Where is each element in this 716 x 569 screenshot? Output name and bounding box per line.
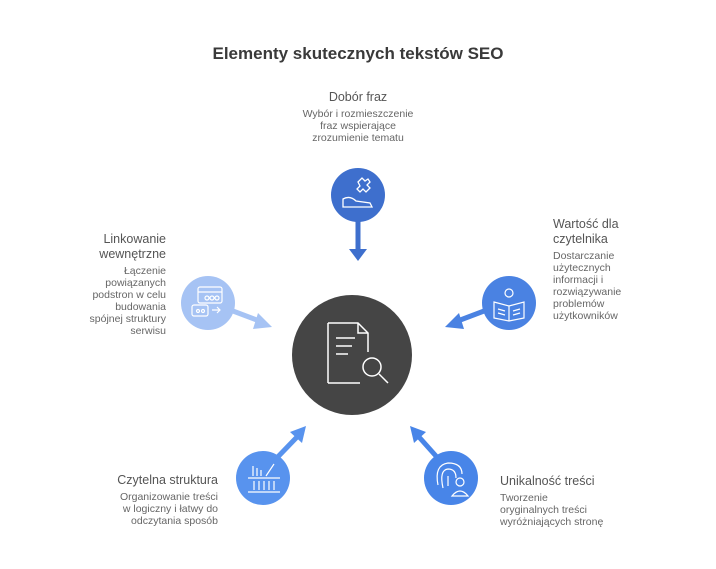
- node-unikalnosc-desc: Tworzenie oryginalnych treści wyróżniają…: [500, 492, 604, 529]
- node-unikalnosc-text: Unikalność treści Tworzenie oryginalnych…: [500, 474, 604, 528]
- node-wartosc-circle: [482, 276, 536, 330]
- node-wartosc-title: Wartość dla czytelnika: [553, 217, 619, 246]
- node-unikalnosc-title: Unikalność treści: [500, 474, 595, 488]
- node-wartosc-desc: Dostarczanie użytecznych informacji i ro…: [553, 250, 622, 323]
- node-dobor-title: Dobór fraz: [328, 90, 388, 104]
- node-dobor-desc: Wybór i rozmieszczenie fraz wspierające …: [302, 108, 414, 145]
- node-czytelna-desc: Organizowanie treści w logiczny i łatwy …: [119, 491, 218, 528]
- shelf-icon: [248, 463, 280, 493]
- node-czytelna-text: Czytelna struktura Organizowanie treści …: [116, 473, 218, 527]
- center-node: [292, 295, 412, 415]
- reader-book-icon: [493, 288, 525, 322]
- node-czytelna-circle: [236, 451, 290, 505]
- diagram-title: Elementy skutecznych tekstów SEO: [212, 44, 504, 63]
- puzzle-hand-icon: [342, 177, 374, 208]
- node-linkowanie-circle: [181, 276, 235, 330]
- node-wartosc-text: Wartość dla czytelnika Dostarczanie użyt…: [553, 217, 633, 322]
- node-unikalnosc-circle: [424, 451, 478, 505]
- document-search-icon: [327, 322, 389, 384]
- node-linkowanie-title: Linkowanie wewnętrzne: [99, 232, 166, 261]
- linked-windows-icon: [191, 286, 223, 317]
- node-linkowanie-text: Linkowanie wewnętrzne Łączenie powiązany…: [82, 232, 166, 337]
- node-czytelna-title: Czytelna struktura: [117, 473, 218, 487]
- fingerprint-user-icon: [436, 462, 470, 497]
- center-circle: [292, 295, 412, 415]
- node-dobor-circle: [331, 168, 385, 222]
- node-linkowanie-desc: Łączenie powiązanych podstron w celu bud…: [89, 265, 166, 338]
- node-dobor-text: Dobór fraz Wybór i rozmieszczenie fraz w…: [298, 90, 418, 144]
